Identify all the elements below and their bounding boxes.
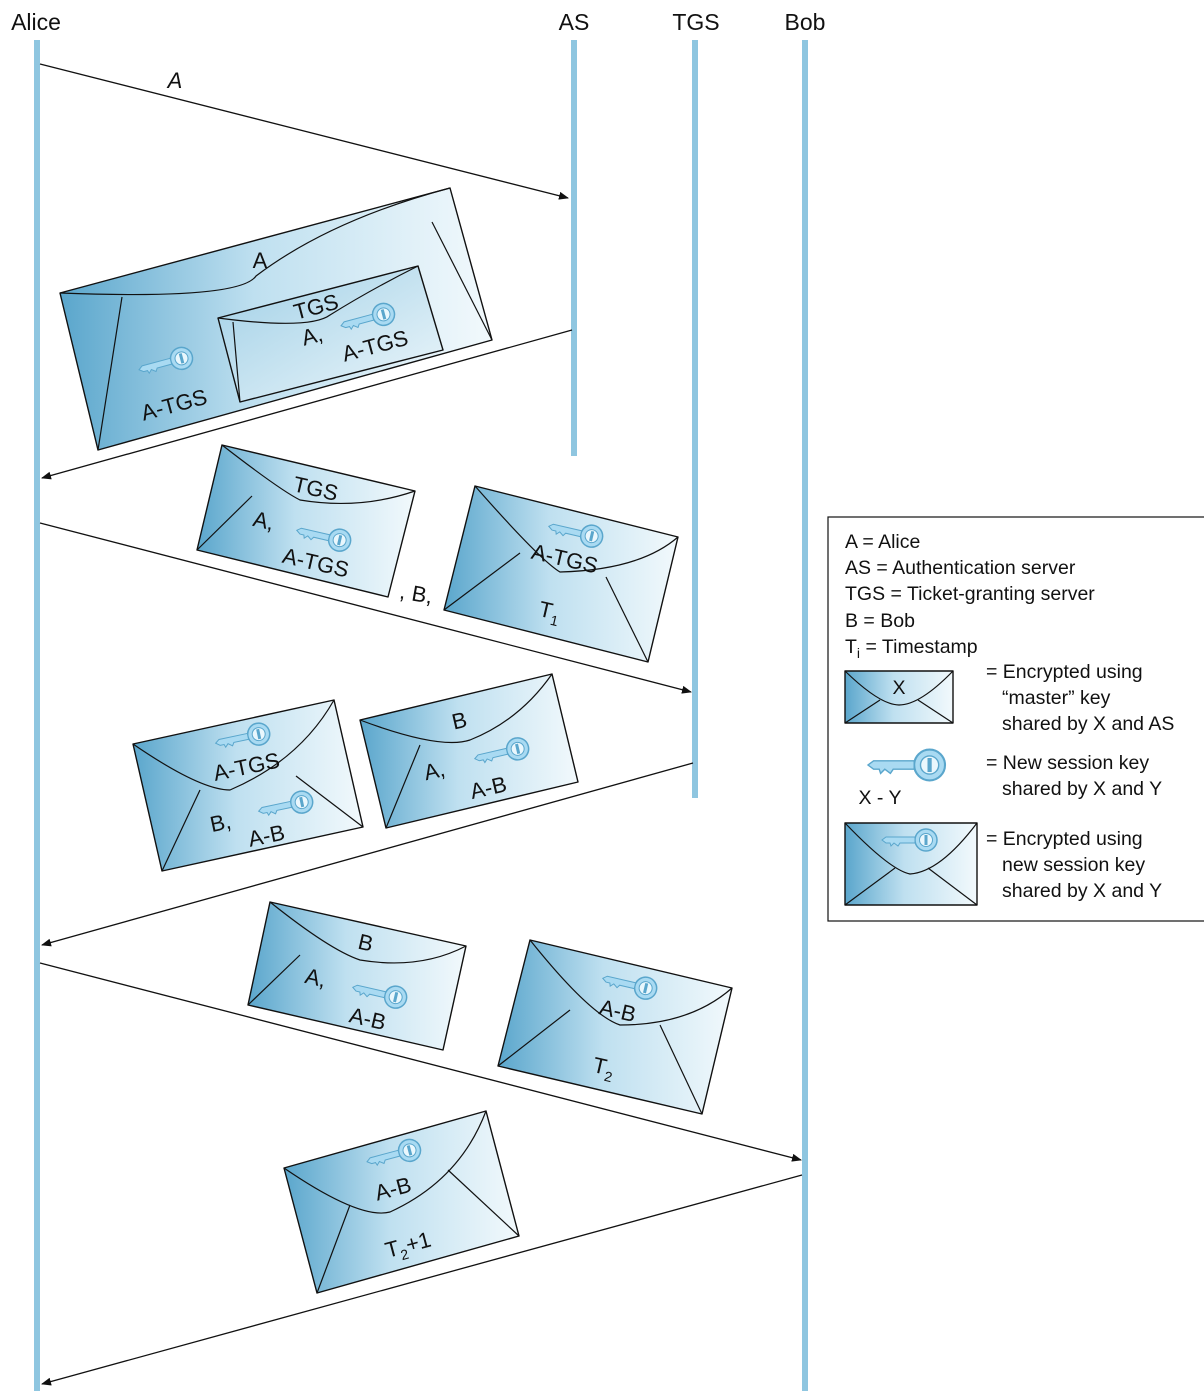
legend-session-desc-2: new session key [1002,854,1145,876]
message-3-auth-timestamp: T1 [536,596,563,629]
actor-alice: Alice [11,9,61,35]
message-arrow-6 [41,1174,803,1386]
message-3-ticket-envelope: TGS A, A-TGS [196,444,416,598]
message-4-e2-top: B [449,707,469,735]
legend-line-1: A = Alice [845,531,920,553]
legend-key-label: X - Y [859,787,902,809]
legend-line-3: TGS = Ticket-granting server [845,583,1095,605]
legend-line-5-main: T [845,636,857,658]
legend: A = Alice AS = Authentication server TGS… [827,516,1204,922]
message-arrow-3 [39,522,692,694]
message-3-auth-ts-sub: 1 [549,612,560,629]
message-4-e1-mid: B, [208,808,234,837]
legend-line-5: Ti = Timestamp [845,636,978,661]
message-5-e1-top: B [356,929,376,957]
legend-master-key-envelope: X [844,670,954,724]
legend-envelope-letter: X [892,677,905,699]
legend-key-desc-2: shared by X and Y [1002,778,1162,800]
message-4-envelope-2: B A, A-B [359,673,579,829]
legend-master-desc-3: shared by X and AS [1002,713,1174,735]
actor-bob: Bob [785,9,826,35]
legend-master-desc-1: = Encrypted using [986,661,1143,683]
legend-line-2: AS = Authentication server [845,557,1076,579]
message-5-e2-ts-sub: 2 [603,1068,614,1085]
message-1-label: A [166,68,183,93]
message-4-envelope-1: A-TGS B, A-B [132,699,364,872]
legend-key-desc-1: = New session key [986,752,1149,774]
legend-line-4: B = Bob [845,610,915,632]
message-6-ts-main: T [382,1235,401,1263]
message-6-ts-sub: 2 [399,1246,411,1264]
message-3-auth-ts-main: T [537,596,556,623]
message-5-e2-ts-main: T [591,1052,610,1079]
actor-tgs: TGS [672,9,719,35]
message-2-outer-label: A [253,248,268,273]
legend-master-desc-2: “master” key [1002,687,1111,709]
legend-line-5-sub: i [857,645,860,661]
actor-as: AS [559,9,590,35]
message-5-envelope-2: A-B T2 [497,939,733,1115]
message-3-authenticator-envelope: A-TGS T1 [443,485,679,663]
message-arrow-1 [39,63,569,200]
message-5-e2-timestamp: T2 [590,1052,617,1085]
legend-session-key-envelope [844,822,978,906]
legend-line-5-rest: = Timestamp [860,636,978,658]
legend-session-desc-3: shared by X and Y [1002,880,1162,902]
message-arrow-2 [41,329,573,480]
message-3-separator: , B, [398,578,435,608]
message-5-envelope-1: B A, A-B [247,901,467,1051]
message-arrow-5 [39,962,802,1162]
legend-session-desc-1: = Encrypted using [986,828,1143,850]
message-arrow-4 [41,762,694,947]
message-6-envelope: A-B T2+1 [283,1110,520,1294]
